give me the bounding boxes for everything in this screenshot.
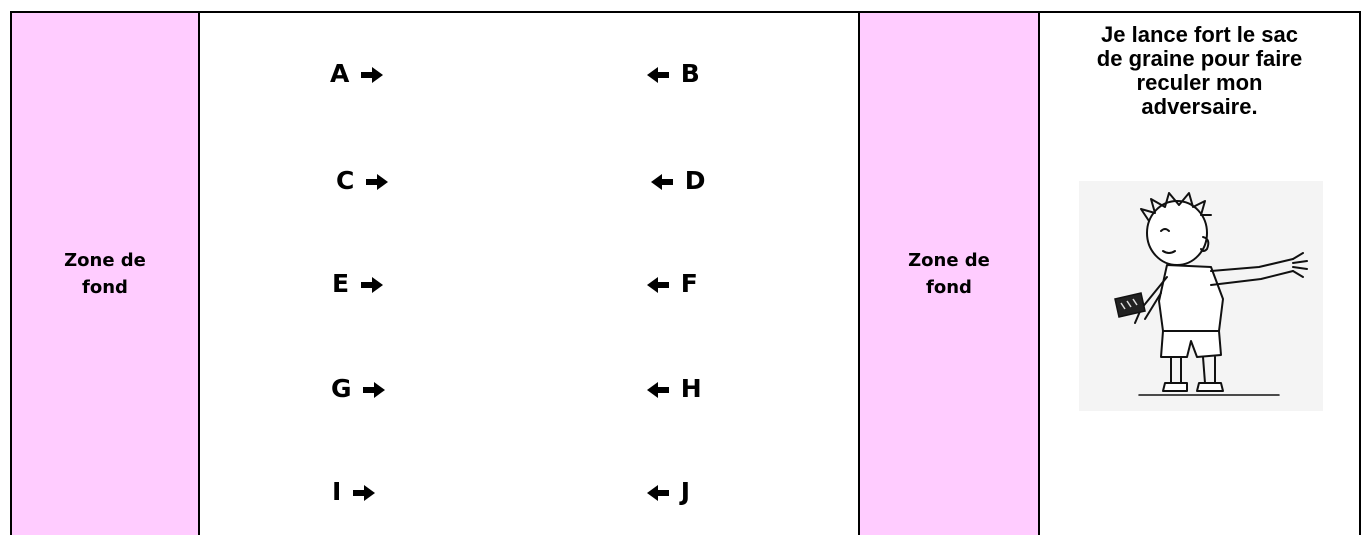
right-zone-label-line1: Zone de (860, 247, 1038, 274)
arrow-left-icon (644, 65, 672, 85)
player-g-label: G (331, 374, 352, 403)
right-zone-label-line2: fond (860, 274, 1038, 301)
player-h-label: H (681, 374, 702, 403)
arrow-right-icon (360, 380, 388, 400)
game-field-diagram: Zone de fond A C E G I B (10, 11, 1361, 535)
player-e-label: E (332, 269, 349, 298)
left-zone-label-line1: Zone de (12, 247, 198, 274)
player-b-label: B (681, 59, 700, 88)
left-zone-label-line2: fond (12, 274, 198, 301)
player-d-label: D (685, 166, 706, 195)
arrow-right-icon (363, 172, 391, 192)
caption-line3: reculer mon (1050, 71, 1349, 95)
instruction-panel: Je lance fort le sac de graine pour fair… (1040, 13, 1359, 535)
player-f-label: F (681, 269, 698, 298)
arrow-right-icon (350, 483, 378, 503)
arrow-left-icon (648, 172, 676, 192)
caption-line2: de graine pour faire (1050, 47, 1349, 71)
player-i: I (332, 477, 378, 507)
player-a-label: A (330, 59, 349, 88)
right-back-zone: Zone de fond (860, 13, 1040, 535)
arrow-left-icon (644, 275, 672, 295)
caption-line4: adversaire. (1050, 95, 1349, 119)
player-g: G (331, 374, 388, 404)
player-e: E (332, 269, 386, 299)
arrow-left-icon (644, 380, 672, 400)
player-c-label: C (336, 166, 354, 195)
player-i-label: I (332, 477, 341, 506)
player-f: F (644, 269, 698, 299)
arrow-left-icon (644, 483, 672, 503)
child-throwing-illustration (1079, 181, 1323, 411)
player-a: A (330, 59, 386, 89)
player-b: B (644, 59, 700, 89)
right-zone-label: Zone de fond (860, 247, 1038, 301)
player-c: C (336, 166, 391, 196)
player-j: J (644, 477, 690, 507)
player-h: H (644, 374, 702, 404)
left-zone-label: Zone de fond (12, 247, 198, 301)
player-d: D (648, 166, 705, 196)
instruction-caption: Je lance fort le sac de graine pour fair… (1050, 23, 1349, 119)
arrow-right-icon (358, 275, 386, 295)
left-back-zone: Zone de fond (12, 13, 200, 535)
caption-line1: Je lance fort le sac (1050, 23, 1349, 47)
playing-field: A C E G I B D F (200, 13, 860, 535)
player-j-label: J (681, 477, 690, 506)
arrow-right-icon (358, 65, 386, 85)
